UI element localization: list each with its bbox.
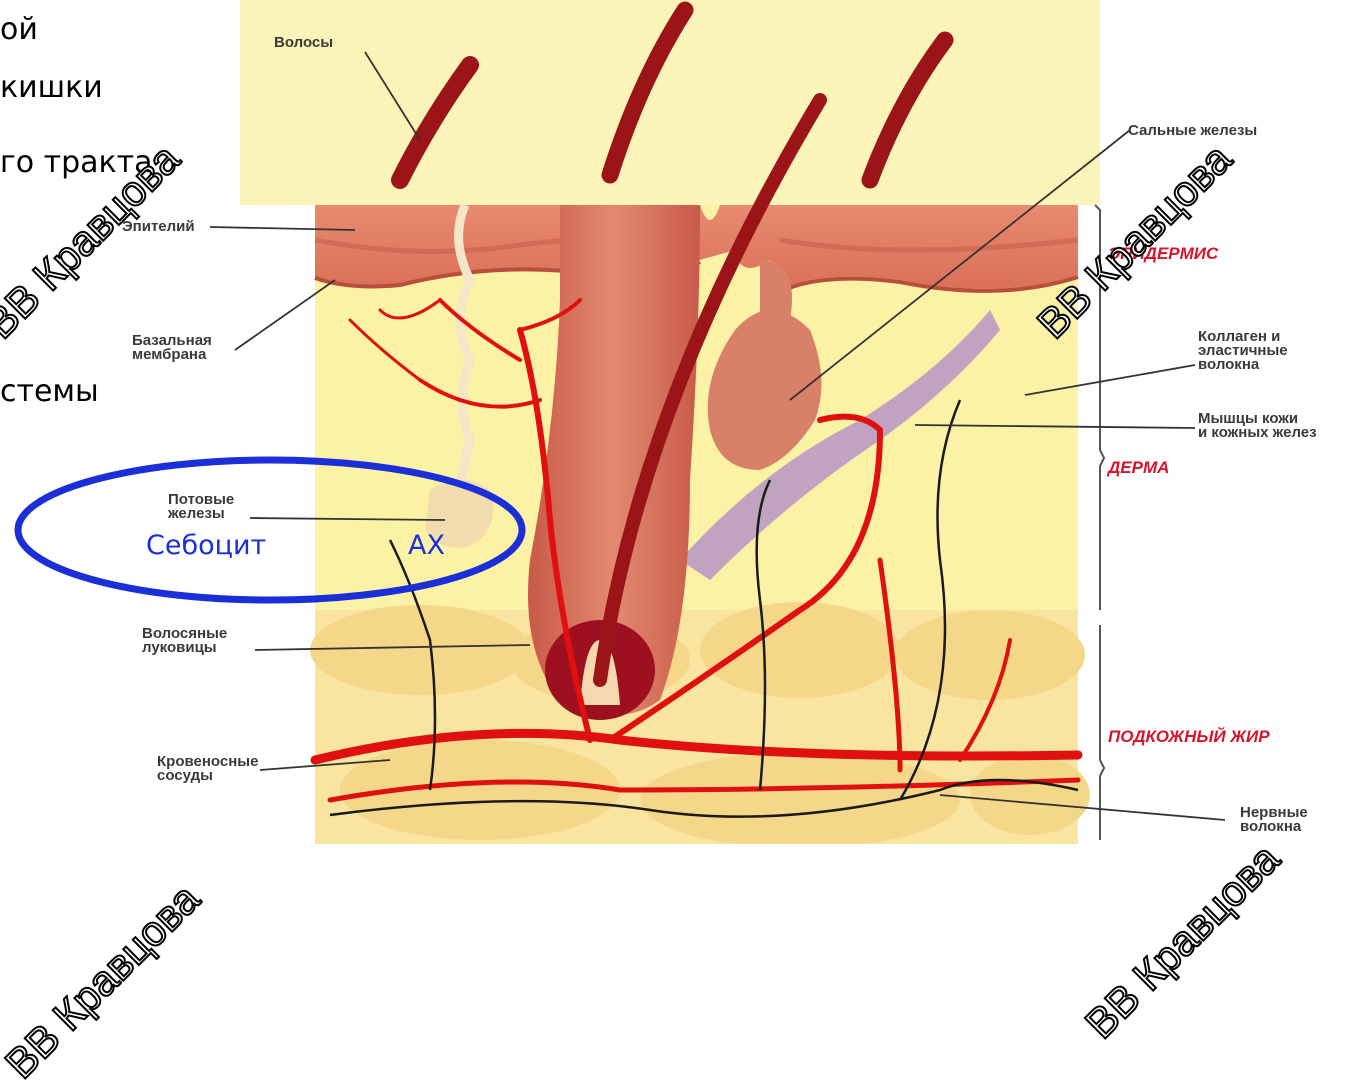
label-blood-vessels: Кровеносные сосуды: [157, 755, 258, 783]
label-nerve-fibers: Нервные волокна: [1240, 806, 1308, 834]
label-hair: Волосы: [274, 36, 333, 50]
slide-text-line-2: кишки: [0, 70, 103, 105]
watermark-bottom-right: ВВ Кравцова: [1076, 835, 1289, 1048]
label-collagen: Коллаген и эластичные волокна: [1198, 330, 1288, 372]
watermark-bottom-left: ВВ Кравцова: [0, 875, 209, 1088]
layer-dermis: ДЕРМА: [1108, 458, 1169, 478]
slide-text-line-1: ой: [0, 12, 38, 47]
label-hair-bulbs: Волосяные луковицы: [142, 627, 227, 655]
layer-subcutaneous-fat: ПОДКОЖНЫЙ ЖИР: [1108, 727, 1270, 747]
annotation-ax: АХ: [408, 530, 445, 561]
label-muscles: Мышцы кожи и кожных желез: [1198, 412, 1317, 440]
label-sebaceous-glands: Сальные железы: [1128, 124, 1257, 138]
label-sweat-glands: Потовые железы: [168, 493, 234, 521]
annotation-sebocyte: Себоцит: [146, 530, 266, 561]
label-basal-membrane: Базальная мембрана: [132, 334, 212, 362]
slide-text-line-4: стемы: [0, 374, 99, 409]
fat-layer: [310, 602, 1090, 844]
